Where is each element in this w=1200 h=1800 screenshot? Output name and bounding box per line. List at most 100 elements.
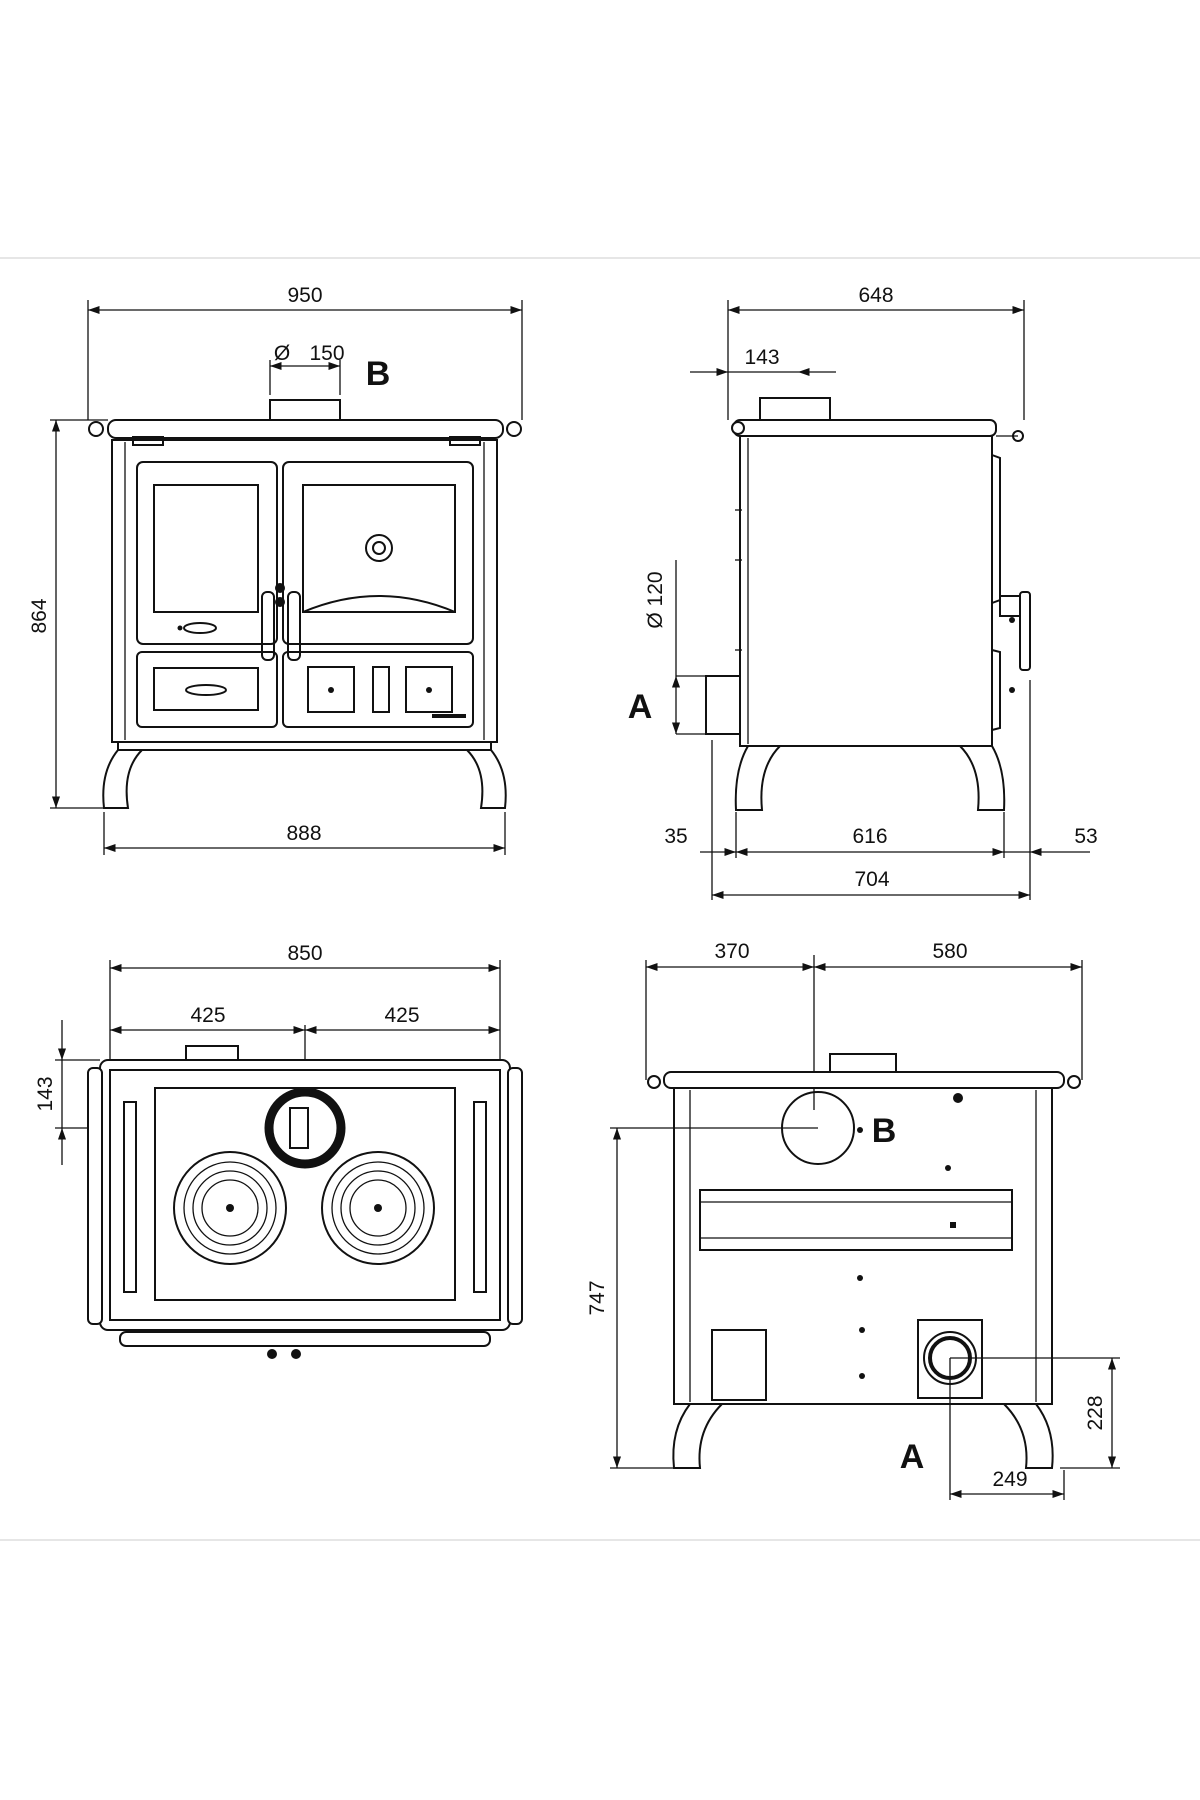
inlet-label-a: A	[628, 688, 653, 726]
dim-width-bottom: 888	[286, 822, 321, 845]
handle-knob	[275, 597, 285, 607]
hotplate-ring	[340, 1170, 416, 1246]
flue-dia-value: 150	[309, 342, 344, 365]
side-knob	[731, 421, 745, 435]
hotplate-ring	[183, 1161, 277, 1255]
dim-width-top: 950	[287, 284, 322, 307]
rear-view: 370 580 B	[586, 940, 1120, 1500]
handle-profile	[1019, 591, 1031, 671]
oven-glass-curve	[302, 595, 456, 613]
rail-right	[507, 1067, 523, 1325]
oven-door	[282, 461, 474, 645]
hotplate-center	[374, 1204, 382, 1212]
door-profile	[991, 454, 1001, 604]
top-outline	[99, 1059, 511, 1331]
handle-profile	[999, 595, 1021, 617]
oven-glass	[302, 484, 456, 613]
rear-top-plate	[663, 1071, 1065, 1089]
rear-knob	[1067, 1075, 1081, 1089]
top-flue-stub	[185, 1045, 239, 1061]
rear-knob	[647, 1075, 661, 1089]
rear-dot	[953, 1093, 963, 1103]
top-view: 850 425 425 143	[34, 942, 523, 1359]
handle-dot	[1009, 617, 1015, 623]
air-inlet-pipe	[705, 675, 741, 735]
flue-ring	[264, 1087, 346, 1169]
front-view: 950 Ø 150 B	[28, 284, 523, 855]
hotplate-center	[226, 1204, 234, 1212]
rear-dot	[859, 1373, 865, 1379]
hotplate-left	[173, 1151, 287, 1265]
oven-thermometer	[365, 534, 393, 562]
rail-left	[87, 1067, 103, 1325]
side-body	[739, 435, 993, 747]
side-view: 648 143 Ø 120 A	[628, 284, 1098, 900]
rear-dot	[950, 1222, 956, 1228]
handle-dot	[1009, 687, 1015, 693]
rear-channel-panel	[699, 1189, 1013, 1251]
flue-damper	[289, 1107, 309, 1149]
flue-dia-symbol: Ø	[274, 342, 290, 365]
handle-knob	[267, 1349, 277, 1359]
dim-height: 864	[28, 598, 51, 633]
handle-knob	[275, 583, 285, 593]
ash-drawer	[153, 667, 259, 711]
regulator-dot	[177, 625, 183, 631]
leg-right	[464, 749, 507, 809]
rear-leg-left	[672, 1403, 725, 1469]
dim-middle-616: 616	[852, 825, 887, 848]
lower-knob	[426, 687, 432, 693]
hob-top-plate	[107, 419, 504, 439]
side-flue-collar	[759, 397, 831, 421]
air-regulator	[183, 622, 217, 634]
rear-inlet-label-a: A	[900, 1438, 925, 1476]
plinth	[117, 741, 492, 751]
leg-left	[102, 749, 145, 809]
vent-strip-right	[473, 1101, 487, 1293]
flue-label-b: B	[366, 355, 391, 393]
door-handle-right	[287, 591, 301, 661]
lower-door-right	[405, 666, 453, 713]
top-inner-frame	[109, 1069, 501, 1321]
side-top-plate	[733, 419, 997, 437]
flue-collar	[269, 399, 341, 421]
rear-leg-right	[1001, 1403, 1054, 1469]
lower-door-left	[307, 666, 355, 713]
dim-rear-228: 228	[1084, 1395, 1107, 1430]
hotplate-ring	[331, 1161, 425, 1255]
vent-strip-left	[123, 1101, 137, 1293]
door-handle-left	[261, 591, 275, 661]
dim-half-right: 425	[384, 1004, 419, 1027]
drawer-profile	[991, 649, 1001, 731]
rail-knob-left	[88, 421, 104, 437]
dim-top-flue-offset: 143	[34, 1076, 57, 1111]
lower-slot	[372, 666, 390, 713]
rear-flue-stub	[829, 1053, 897, 1073]
ash-drawer-handle	[185, 684, 227, 696]
lower-knob	[328, 687, 334, 693]
rear-cover-box	[711, 1329, 767, 1401]
rail-knob-right	[506, 421, 522, 437]
rear-dot	[857, 1127, 863, 1133]
dim-rear-249: 249	[992, 1468, 1027, 1491]
dim-width-850: 850	[287, 942, 322, 965]
rear-dot	[859, 1327, 865, 1333]
dim-rear-height: 747	[586, 1280, 609, 1315]
inlet-dia: Ø 120	[644, 571, 667, 628]
dim-right-53: 53	[1074, 825, 1097, 848]
dim-depth-top: 648	[858, 284, 893, 307]
hotplate-ring	[192, 1170, 268, 1246]
rear-dot	[857, 1275, 863, 1281]
plinth-mark	[432, 714, 466, 718]
hotplate-ring	[349, 1179, 407, 1237]
ash-drawer-frame	[136, 651, 278, 728]
dim-rear-580: 580	[932, 940, 967, 963]
rear-flue-label-b: B	[872, 1112, 897, 1150]
firebox-door	[136, 461, 278, 645]
hotplate-ring	[201, 1179, 259, 1237]
lower-panel-frame	[282, 651, 474, 728]
dim-half-left: 425	[190, 1004, 225, 1027]
rear-dot	[945, 1165, 951, 1171]
front-rail	[119, 1331, 491, 1347]
